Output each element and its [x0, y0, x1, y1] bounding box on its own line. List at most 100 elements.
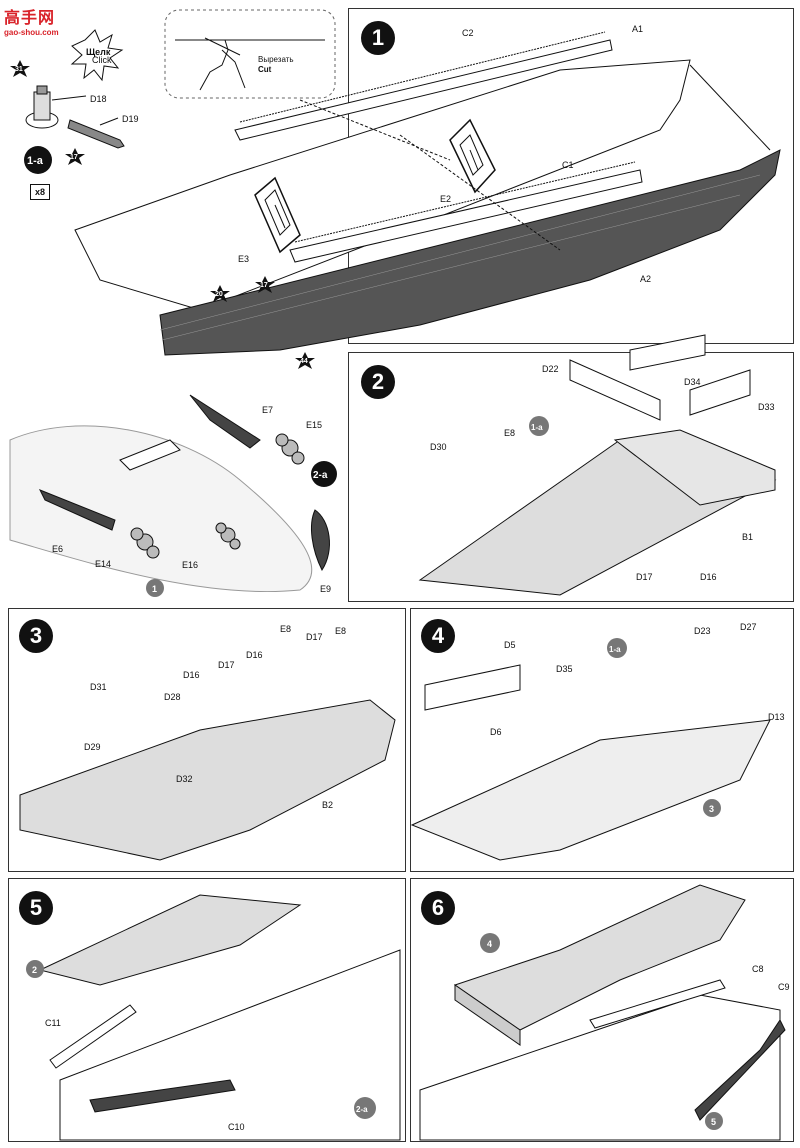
label-c9: C9 [778, 982, 790, 992]
part-e14 [130, 527, 160, 559]
glue-star-17: 17 [255, 276, 275, 293]
step-2a-drawing: E7 E15 E6 E14 E16 E9 1 2-a [9, 394, 337, 597]
svg-text:17: 17 [70, 154, 78, 161]
step-5-drawing: C11 C10 2 2-a [26, 894, 401, 1141]
part-e6 [38, 489, 116, 531]
cut-note: Вырезать Cut [258, 55, 294, 75]
step-4-drawing: D5 D35 D6 D23 D27 D13 1-a 3 [410, 622, 785, 861]
substep-1a-drawing: Щелк Click 31 17 D18 D19 1-a [10, 29, 139, 174]
label-d29: D29 [84, 742, 101, 752]
label-d13: D13 [768, 712, 785, 722]
label-e14: E14 [95, 559, 111, 569]
label-e6: E6 [52, 544, 63, 554]
ref-1a-badge-4 [607, 638, 627, 658]
label-d34: D34 [684, 377, 701, 387]
step-4-number: 4 [421, 619, 455, 653]
ref-2: 2 [32, 965, 37, 975]
label-d17-a: D17 [306, 632, 323, 642]
label-c2: C2 [462, 28, 474, 38]
label-d5: D5 [504, 640, 516, 650]
label-b2: B2 [322, 800, 333, 810]
label-e3: E3 [238, 254, 249, 264]
part-d18 [25, 85, 59, 129]
ref-3-badge [703, 799, 721, 817]
label-d16: D16 [700, 572, 717, 582]
step-6-number: 6 [421, 891, 455, 925]
part-e7 [189, 394, 261, 449]
label-d31: D31 [90, 682, 107, 692]
step-1a-label: 1-a [27, 155, 44, 167]
label-c1: C1 [562, 160, 574, 170]
svg-text:Щелк: Щелк [86, 47, 111, 57]
watermark-text: 高手网 [4, 10, 56, 27]
label-d17: D17 [636, 572, 653, 582]
label-a1: A1 [632, 24, 643, 34]
label-d22: D22 [542, 364, 559, 374]
ref-2a: 2-a [356, 1105, 368, 1114]
cut-note-en: Cut [258, 65, 272, 74]
step-1a-badge [24, 146, 52, 174]
glue-star-44: 44 [295, 352, 315, 369]
svg-text:31: 31 [15, 66, 23, 73]
part-e15 [275, 433, 305, 465]
ref-1-badge [146, 579, 164, 597]
label-a2: A2 [640, 274, 651, 284]
svg-text:20: 20 [215, 291, 223, 298]
label-d23: D23 [694, 626, 711, 636]
label-d28: D28 [164, 692, 181, 702]
multiplier-x8: x8 [30, 184, 50, 200]
label-e8: E8 [504, 428, 515, 438]
label-d16-a: D16 [246, 650, 263, 660]
watermark-url: gao-shou.com [4, 28, 59, 37]
label-d18: D18 [90, 94, 107, 104]
ref-4-badge [480, 933, 500, 953]
label-d30: D30 [430, 442, 447, 452]
step-1-number: 1 [361, 21, 395, 55]
label-d19: D19 [122, 114, 139, 124]
step-1-drawing: C2 A1 C1 E2 E3 A2 17 20 44 [74, 24, 781, 369]
watermark: 高手网 gao-shou.com [4, 4, 59, 37]
step-2-drawing: D22 D34 D33 D30 E8 B1 D17 D16 1-a [418, 334, 777, 596]
cut-note-ru: Вырезать [258, 55, 294, 64]
part-d19 [67, 119, 125, 149]
part-e16 [215, 522, 241, 550]
label-e2: E2 [440, 194, 451, 204]
glue-star-20: 20 [210, 285, 230, 302]
label-e8-a: E8 [280, 624, 291, 634]
part-d34 [629, 334, 706, 371]
svg-text:17: 17 [260, 282, 268, 289]
label-e15: E15 [306, 420, 322, 430]
svg-text:Click: Click [92, 55, 112, 65]
ref-1a: 1-a [531, 423, 543, 432]
label-e7: E7 [262, 405, 273, 415]
ref-2-badge [26, 960, 44, 978]
step-2-number: 2 [361, 365, 395, 399]
label-d32: D32 [176, 774, 193, 784]
label-e8-b: E8 [335, 626, 346, 636]
label-d27: D27 [740, 622, 757, 632]
ref-3: 3 [709, 804, 714, 814]
ref-2a-badge [354, 1097, 376, 1119]
part-d33 [689, 369, 751, 416]
glue-star-31: 31 [10, 60, 30, 77]
label-d6: D6 [490, 727, 502, 737]
label-e9: E9 [320, 584, 331, 594]
part-e9 [310, 509, 330, 572]
ref-5-badge [705, 1112, 723, 1130]
step-2a-badge [311, 461, 337, 487]
part-e2 [449, 118, 496, 194]
label-c11: C11 [45, 1018, 61, 1028]
click-burst-icon: Щелк Click [70, 29, 124, 82]
label-d16-b: D16 [183, 670, 200, 680]
label-d33: D33 [758, 402, 775, 412]
step-2a-number: 2-a [313, 470, 328, 481]
svg-text:44: 44 [300, 358, 308, 365]
glue-star-17: 17 [65, 148, 85, 165]
part-d22 [569, 359, 661, 421]
label-d17-b: D17 [218, 660, 235, 670]
step-3-drawing: E8 D17 E8 D16 D17 D16 D31 D28 D29 D32 B2 [19, 624, 396, 861]
label-b1: B1 [742, 532, 753, 542]
ref-1a-4: 1-a [609, 645, 621, 654]
label-e16: E16 [182, 560, 198, 570]
